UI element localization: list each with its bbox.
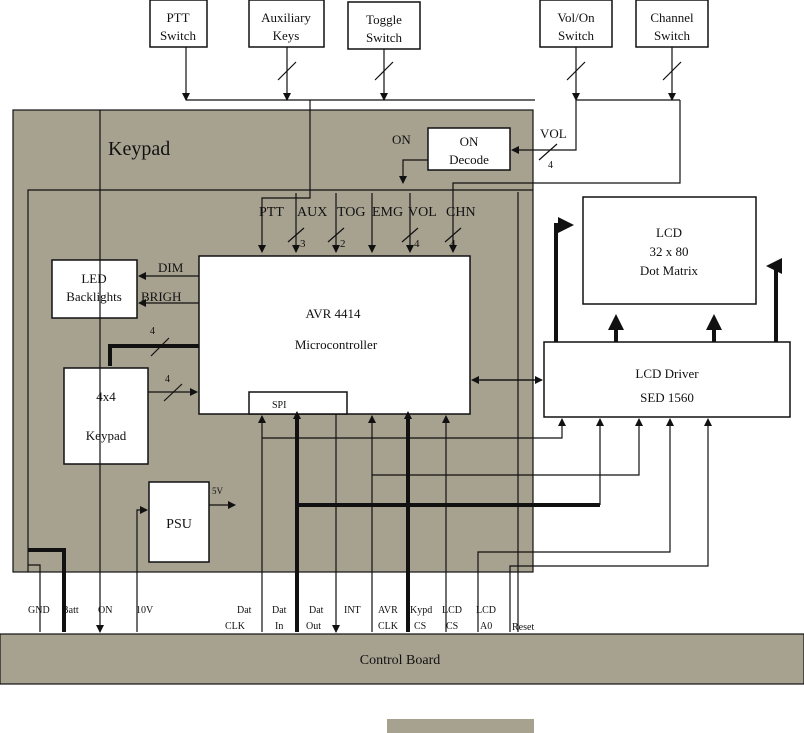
pin-lcd-cs-2: CS xyxy=(446,621,458,632)
mcu-line1: AVR 4414 xyxy=(305,306,361,321)
mcu-input-tog: TOG xyxy=(337,205,366,220)
pin-int: INT xyxy=(344,605,361,616)
bottom-swatch xyxy=(387,719,534,733)
bus-width-aux: 3 xyxy=(300,238,306,250)
brigh-label: BRIGH xyxy=(141,289,181,304)
spi-port xyxy=(248,391,348,415)
keypad-bus-top: 4 xyxy=(150,326,155,337)
pin-lcd-a0-1: LCD xyxy=(476,605,496,616)
pin-batt: Batt xyxy=(62,605,79,616)
mcu-input-aux: AUX xyxy=(297,205,327,220)
ptt-switch-block: PTT Switch xyxy=(149,0,208,48)
aux-keys-line1: Auxiliary xyxy=(261,10,311,25)
mcu-input-chn: CHN xyxy=(446,205,476,220)
lcd-line1: LCD xyxy=(656,225,682,240)
pin-dat-clk-1: Dat xyxy=(237,605,252,616)
pin-dat-out-1: Dat xyxy=(309,605,324,616)
pin-on: ON xyxy=(98,605,112,616)
ptt-switch-line1: PTT xyxy=(166,10,189,25)
dim-label: DIM xyxy=(158,260,184,275)
channel-switch-line1: Channel xyxy=(650,10,694,25)
connector-labels: GND Batt ON 10V Dat CLK Dat In Dat Out I… xyxy=(28,605,534,633)
mcu-input-ptt: PTT xyxy=(259,205,284,220)
lcd-line3: Dot Matrix xyxy=(640,263,699,278)
psu-out-label: 5V xyxy=(212,486,224,496)
pin-avr-clk-2: CLK xyxy=(378,621,399,632)
pin-reset: Reset xyxy=(512,622,534,633)
psu-label: PSU xyxy=(166,517,192,532)
spi-label: SPI xyxy=(272,400,286,411)
led-line1: LED xyxy=(81,271,106,286)
volon-switch-line2: Switch xyxy=(558,28,595,43)
pin-kypd-cs-1: Kypd xyxy=(410,605,432,616)
toggle-switch-line2: Switch xyxy=(366,30,403,45)
toggle-switch-line1: Toggle xyxy=(366,12,402,27)
pin-lcd-a0-2: A0 xyxy=(480,621,492,632)
on-label: ON xyxy=(392,132,411,147)
control-board xyxy=(0,633,804,685)
on-decode-block xyxy=(427,127,511,171)
led-line2: Backlights xyxy=(66,289,122,304)
pin-lcd-cs-1: LCD xyxy=(442,605,462,616)
lcd-driver-block xyxy=(543,341,791,418)
channel-switch-line2: Switch xyxy=(654,28,691,43)
mcu-input-emg: EMG xyxy=(372,205,403,220)
on-decode-line1: ON xyxy=(460,134,479,149)
keypad-bus-mid: 4 xyxy=(165,374,170,385)
lcd-driver-line1: LCD Driver xyxy=(635,366,699,381)
control-board-label: Control Board xyxy=(360,653,441,668)
lcd-display-block xyxy=(582,196,757,305)
auxiliary-keys-block: Auxiliary Keys xyxy=(248,0,325,48)
ptt-switch-line2: Switch xyxy=(160,28,197,43)
channel-switch-block: Channel Switch xyxy=(635,0,709,48)
pin-avr-clk-1: AVR xyxy=(378,605,398,616)
mcu-line2: Microcontroller xyxy=(295,337,378,352)
psu-block xyxy=(148,481,210,563)
toggle-switch-block: Toggle Switch xyxy=(347,1,421,50)
avr-microcontroller-block xyxy=(198,255,471,415)
volon-switch-block: Vol/On Switch xyxy=(539,0,613,48)
bus-width-chn: 4 xyxy=(450,238,456,250)
pin-dat-in-1: Dat xyxy=(272,605,287,616)
lcd-line2: 32 x 80 xyxy=(650,244,689,259)
pin-dat-in-2: In xyxy=(275,621,283,632)
pin-kypd-cs-2: CS xyxy=(414,621,426,632)
aux-keys-line2: Keys xyxy=(273,28,300,43)
on-decode-line2: Decode xyxy=(449,152,489,167)
vol-bus-width: 4 xyxy=(548,160,553,171)
pin-dat-out-2: Out xyxy=(306,621,321,632)
mcu-input-vol: VOL xyxy=(408,205,437,220)
bus-width-vol: 4 xyxy=(414,238,420,250)
pin-gnd: GND xyxy=(28,605,50,616)
lcd-driver-line2: SED 1560 xyxy=(640,390,694,405)
vol-label: VOL xyxy=(540,126,567,141)
keypad-panel-title: Keypad xyxy=(108,138,170,160)
keypad-4x4-block xyxy=(63,367,149,465)
led-backlights-block xyxy=(51,259,138,319)
bus-width-tog: 2 xyxy=(340,238,346,250)
pin-10v: 10V xyxy=(136,605,154,616)
pin-dat-clk-2: CLK xyxy=(225,621,246,632)
keypad-line1: 4x4 xyxy=(96,389,116,404)
keypad-line2: Keypad xyxy=(86,428,127,443)
volon-switch-line1: Vol/On xyxy=(557,10,595,25)
